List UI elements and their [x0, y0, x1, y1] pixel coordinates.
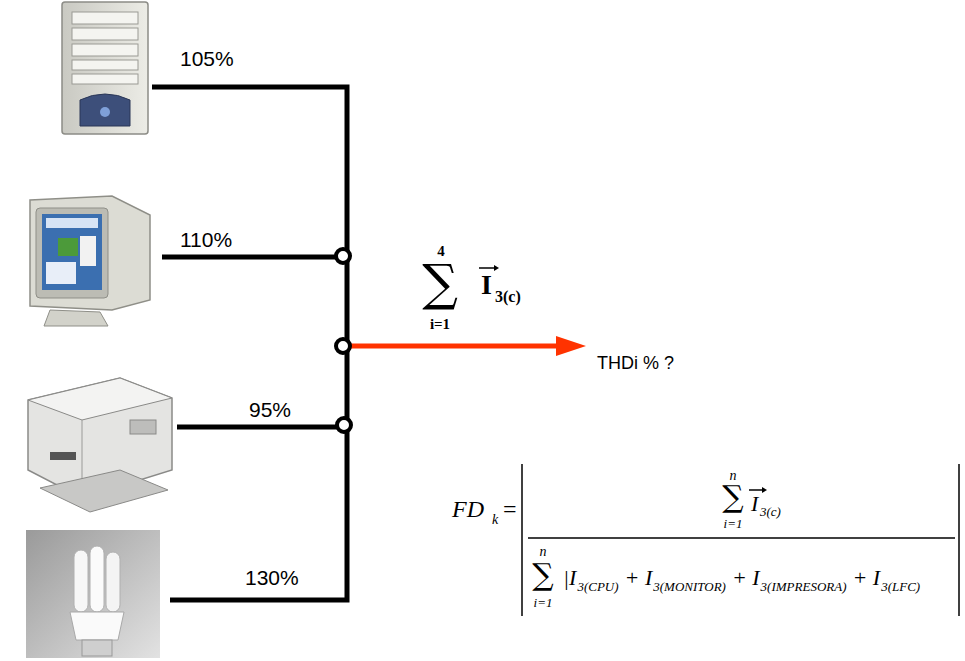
percent-label: 105%	[180, 47, 234, 70]
sum-symbol: ∑	[722, 482, 743, 512]
current-subscript: 3(CPU)	[577, 580, 618, 594]
formula-name: FD	[452, 496, 484, 522]
current-symbol: I	[481, 270, 492, 301]
junction-dots	[336, 249, 351, 432]
sum-index: i=1	[534, 596, 553, 610]
equals-sign: =	[503, 496, 517, 522]
monitor-picture	[30, 196, 150, 326]
sum-index: i=1	[430, 316, 450, 333]
cfl-lamp-picture	[26, 530, 160, 658]
percent-label: 95%	[249, 398, 291, 421]
current-subscript: 3(IMPRESORA)	[761, 580, 847, 594]
current-subscript: 3(LFC)	[881, 580, 920, 594]
sum-arrow	[350, 336, 586, 356]
current-subscript: 3(MONITOR)	[653, 580, 726, 594]
current-symbol: I	[751, 492, 758, 516]
current-symbol: + I	[732, 566, 760, 590]
formula-subscript: k	[492, 512, 498, 527]
cpu-tower-picture	[62, 2, 148, 134]
printer-picture	[28, 378, 172, 512]
percent-label: 110%	[180, 228, 232, 251]
current-subscript: 3(c)	[495, 288, 521, 306]
sum-symbol: ∑	[422, 258, 458, 308]
current-symbol: + I	[853, 566, 881, 590]
wiring	[152, 87, 347, 600]
current-subscript: 3(c)	[760, 505, 781, 519]
formula-strokes	[522, 464, 959, 616]
current-symbol: + I	[625, 566, 653, 590]
sum-symbol: ∑	[532, 560, 553, 590]
current-symbol: |I	[563, 566, 576, 590]
thdi-label: THDi % ?	[597, 354, 674, 374]
sum-limit: n	[540, 544, 547, 559]
percent-label: 130%	[245, 566, 299, 589]
sum-index: i=1	[724, 517, 743, 531]
vector-arrows	[479, 265, 767, 493]
